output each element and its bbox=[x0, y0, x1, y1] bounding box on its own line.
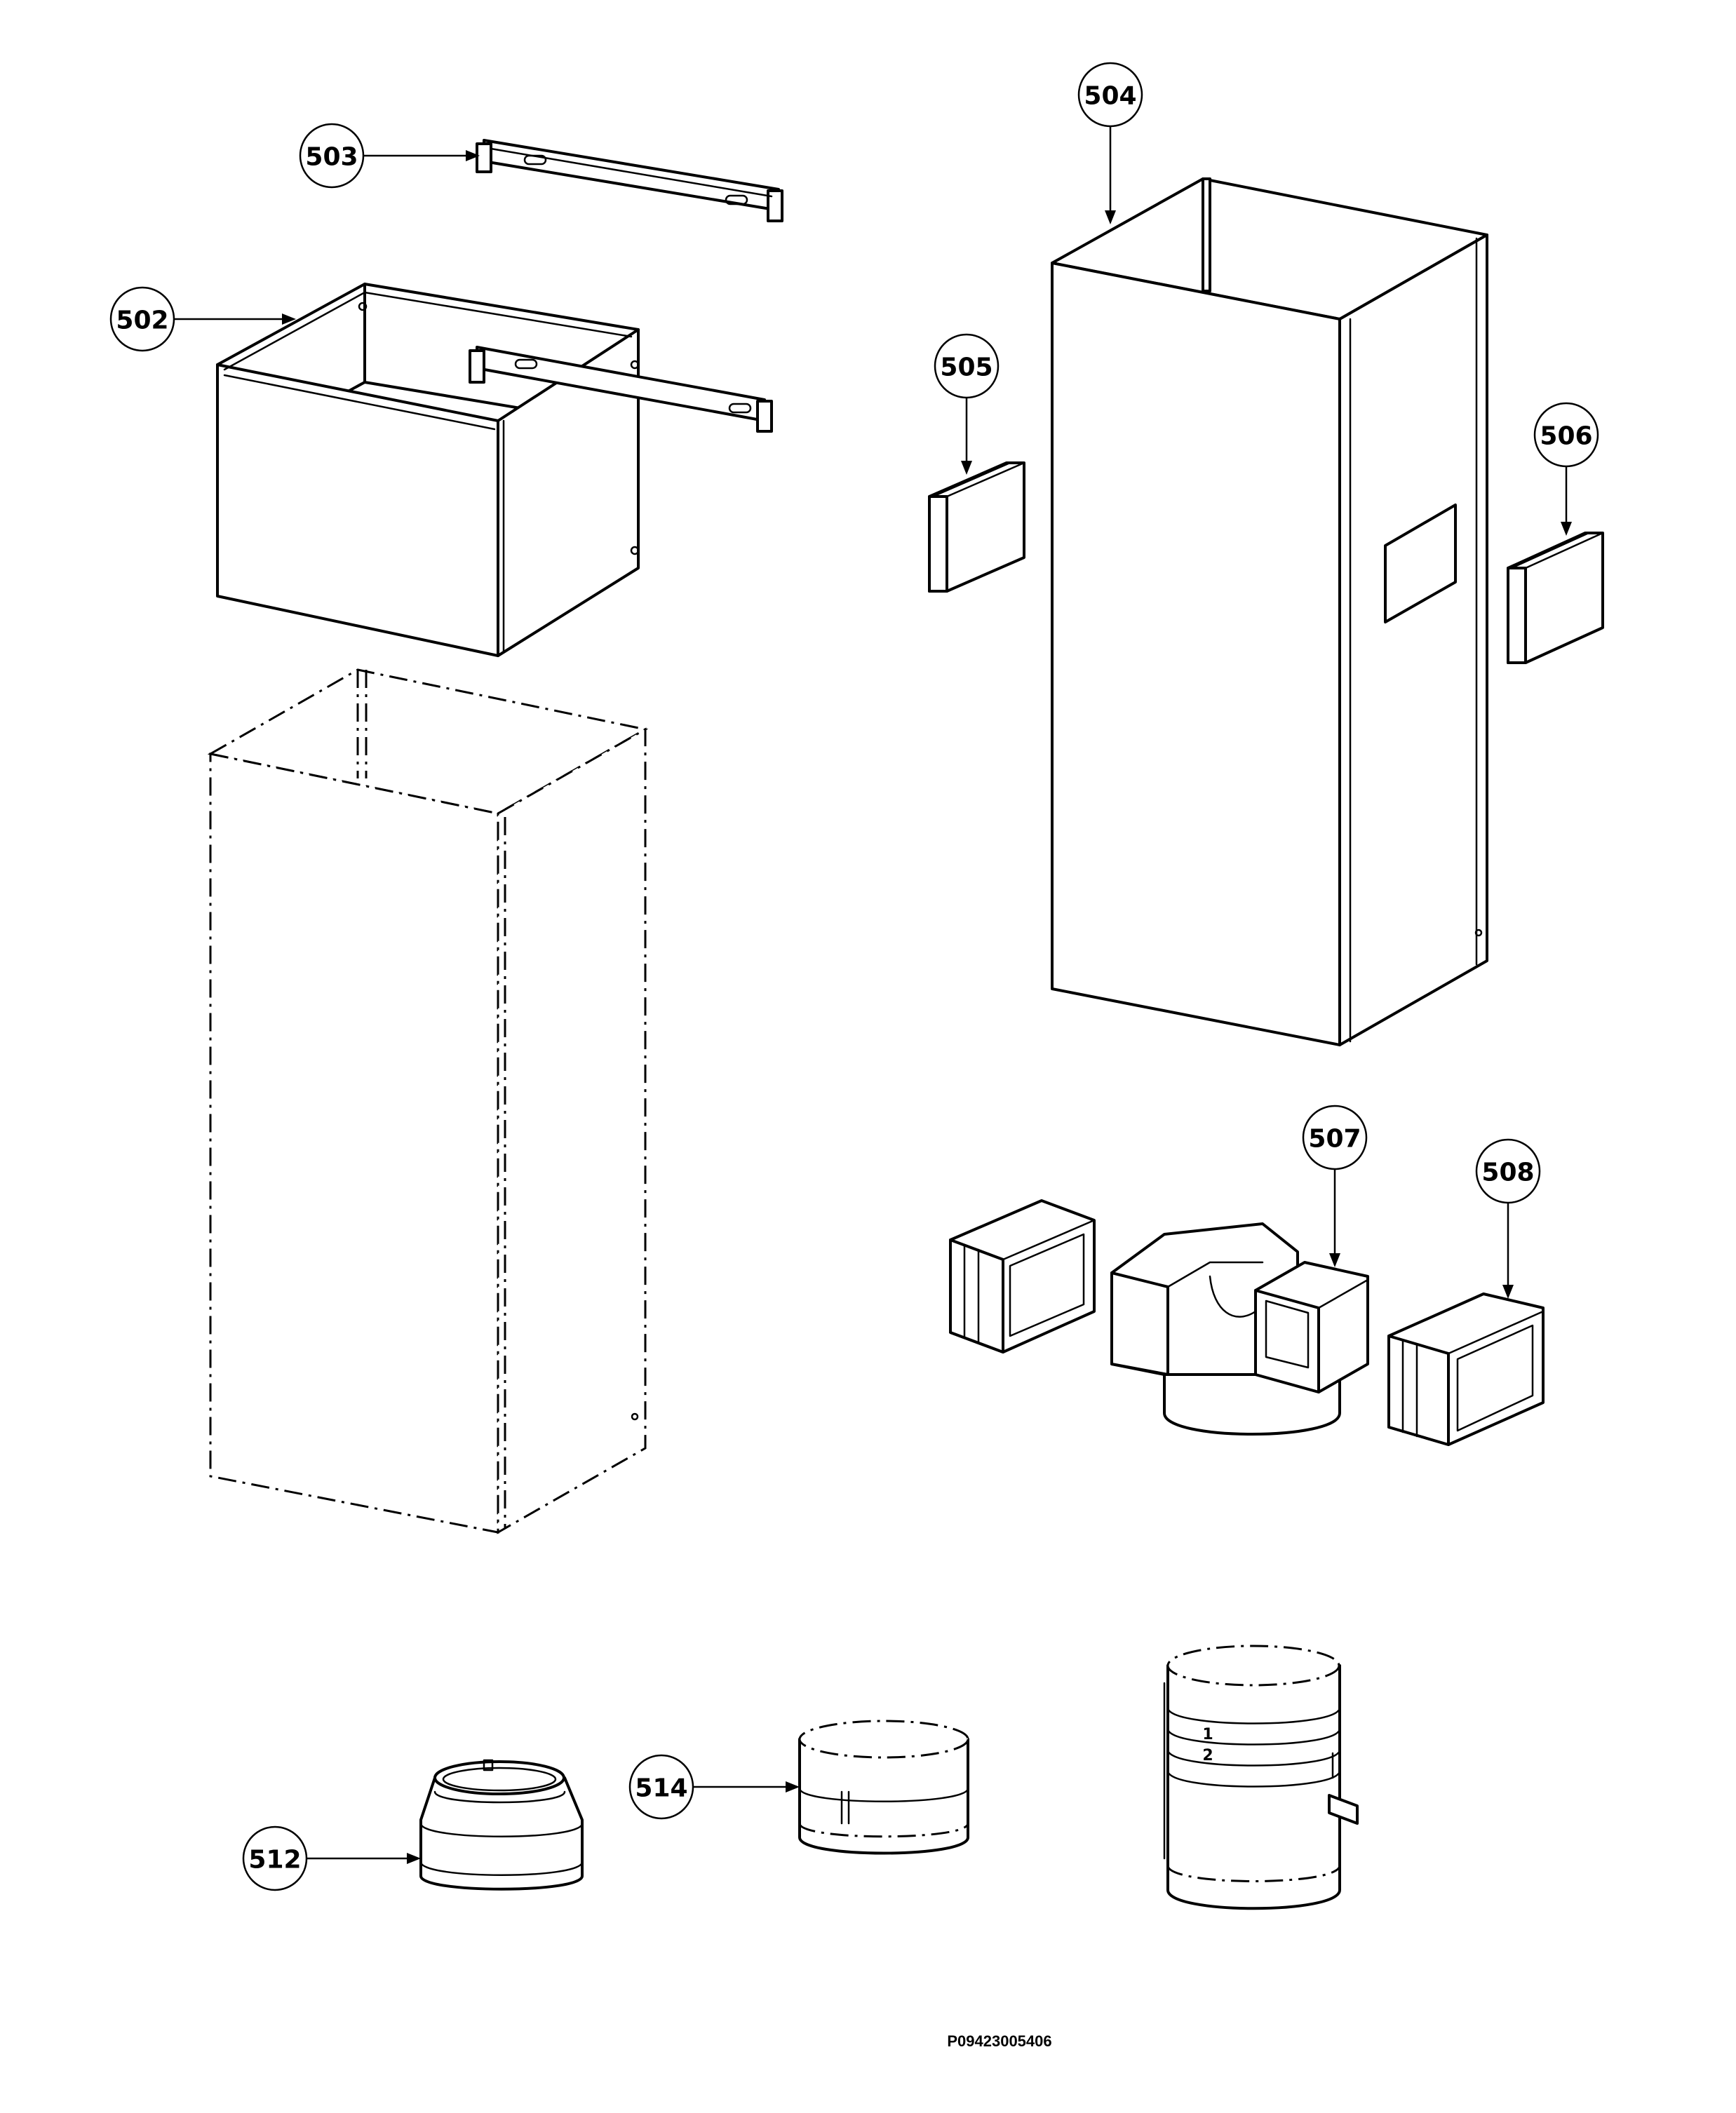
callout-503: 503 bbox=[299, 123, 365, 189]
part-512-reducer bbox=[419, 1759, 584, 1891]
part-504-lower-chimney bbox=[1051, 177, 1488, 1046]
part-505-end-cap bbox=[928, 461, 1025, 593]
document-code: P09423005406 bbox=[947, 2032, 1051, 2050]
svg-text:502: 502 bbox=[116, 306, 168, 335]
callout-508: 508 bbox=[1475, 1138, 1541, 1204]
part-telescopic-duct: 1 2 bbox=[1163, 1645, 1359, 1910]
callout-507: 507 bbox=[1302, 1105, 1368, 1170]
callout-506: 506 bbox=[1533, 402, 1599, 468]
part-506-end-cap bbox=[1507, 532, 1604, 664]
part-507-elbow-adapter bbox=[1110, 1222, 1369, 1436]
svg-text:505: 505 bbox=[940, 353, 993, 382]
callout-505: 505 bbox=[934, 333, 1000, 399]
callout-512: 512 bbox=[242, 1825, 308, 1891]
leader-lines bbox=[174, 121, 1572, 1864]
part-502-upper-chimney-box bbox=[216, 283, 640, 657]
svg-text:514: 514 bbox=[635, 1774, 687, 1803]
telescopic-mark-2: 2 bbox=[1202, 1747, 1213, 1764]
callout-502: 502 bbox=[109, 286, 175, 352]
svg-text:508: 508 bbox=[1481, 1159, 1534, 1187]
telescopic-mark-1: 1 bbox=[1202, 1726, 1213, 1743]
svg-text:507: 507 bbox=[1308, 1125, 1361, 1154]
part-514-round-sleeve bbox=[798, 1720, 969, 1855]
svg-text:512: 512 bbox=[248, 1846, 301, 1875]
svg-text:503: 503 bbox=[305, 143, 358, 172]
svg-text:506: 506 bbox=[1540, 422, 1592, 451]
part-square-duct-connector-left bbox=[949, 1199, 1096, 1353]
callout-514: 514 bbox=[628, 1754, 694, 1820]
part-508-square-duct-connector bbox=[1387, 1292, 1545, 1446]
part-502-inner-bracket bbox=[469, 346, 773, 433]
ghost-lower-chimney bbox=[207, 668, 649, 1534]
callout-504: 504 bbox=[1077, 62, 1143, 128]
part-503-upper-bracket bbox=[476, 139, 783, 222]
svg-text:504: 504 bbox=[1084, 82, 1136, 111]
